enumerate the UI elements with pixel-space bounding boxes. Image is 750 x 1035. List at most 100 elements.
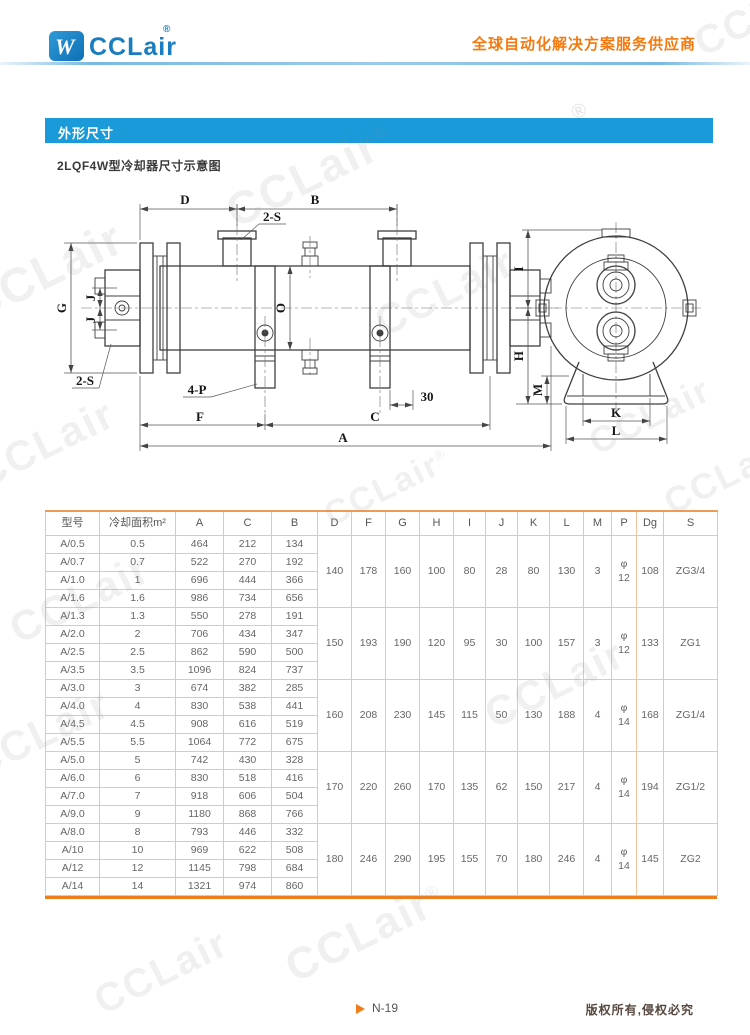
cell-shared-value: φ 12: [611, 535, 637, 608]
cell-value: 519: [271, 715, 318, 734]
cell-shared-value: 133: [636, 607, 664, 680]
cell-model: A/1.3: [45, 607, 100, 626]
cell-value: 908: [175, 715, 224, 734]
dim-label-f: F: [196, 409, 204, 424]
cell-shared-value: 160: [317, 679, 352, 752]
cell-value: 508: [271, 841, 318, 860]
cell-value: 5.5: [99, 733, 176, 752]
cell-model: A/10: [45, 841, 100, 860]
cell-value: 793: [175, 823, 224, 842]
cell-shared-value: 180: [317, 823, 352, 896]
cell-value: 441: [271, 697, 318, 716]
cell-value: 1064: [175, 733, 224, 752]
cell-value: 737: [271, 661, 318, 680]
column-header: F: [351, 510, 386, 536]
cell-shared-value: 130: [517, 679, 550, 752]
column-header: L: [549, 510, 584, 536]
dim-label-30: 30: [421, 389, 434, 404]
cell-shared-value: 188: [549, 679, 584, 752]
cell-value: 134: [271, 535, 318, 554]
cell-value: 734: [223, 589, 272, 608]
cell-shared-value: 170: [419, 751, 454, 824]
cell-value: 862: [175, 643, 224, 662]
cell-value: 538: [223, 697, 272, 716]
cell-value: 1145: [175, 859, 224, 878]
cell-value: 616: [223, 715, 272, 734]
cell-shared-value: 260: [385, 751, 420, 824]
dim-label-2s-top: 2-S: [263, 209, 281, 224]
cell-shared-value: 3: [583, 607, 612, 680]
page-marker-icon: [356, 1004, 365, 1014]
cell-shared-value: 246: [549, 823, 584, 896]
cell-shared-value: 190: [385, 607, 420, 680]
cell-value: 6: [99, 769, 176, 788]
dimension-drawing: D B 2-S G J J 2-S 4-P: [45, 178, 705, 468]
cell-value: 675: [271, 733, 318, 752]
cell-value: 416: [271, 769, 318, 788]
cell-shared-value: 95: [453, 607, 486, 680]
cell-value: 8: [99, 823, 176, 842]
cell-value: 328: [271, 751, 318, 770]
column-header: D: [317, 510, 352, 536]
cell-value: 868: [223, 805, 272, 824]
dim-label-c: C: [370, 409, 379, 424]
brand-logo-icon: W: [49, 31, 84, 61]
column-header: S: [663, 510, 718, 536]
cell-value: 696: [175, 571, 224, 590]
cell-value: 860: [271, 877, 318, 896]
brand-registered-mark: ®: [163, 24, 171, 35]
cell-value: 270: [223, 553, 272, 572]
cell-value: 590: [223, 643, 272, 662]
column-header: 型号: [45, 510, 100, 536]
cell-value: 332: [271, 823, 318, 842]
cell-value: 766: [271, 805, 318, 824]
cell-shared-value: 4: [583, 679, 612, 752]
cell-shared-value: 28: [485, 535, 518, 608]
cell-shared-value: 30: [485, 607, 518, 680]
cell-shared-value: ZG1: [663, 607, 718, 680]
cell-value: 7: [99, 787, 176, 806]
column-header: 冷却面积m²: [99, 510, 176, 536]
section-title: 外形尺寸: [58, 126, 115, 141]
cell-model: A/6.0: [45, 769, 100, 788]
cell-model: A/7.0: [45, 787, 100, 806]
cell-model: A/8.0: [45, 823, 100, 842]
cell-shared-value: 140: [317, 535, 352, 608]
cell-value: 518: [223, 769, 272, 788]
cell-value: 969: [175, 841, 224, 860]
cell-model: A/5.5: [45, 733, 100, 752]
cell-value: 500: [271, 643, 318, 662]
cell-value: 14: [99, 877, 176, 896]
cell-value: 830: [175, 769, 224, 788]
cell-value: 347: [271, 625, 318, 644]
cell-value: 550: [175, 607, 224, 626]
column-header: H: [419, 510, 454, 536]
cell-value: 830: [175, 697, 224, 716]
cell-shared-value: 160: [385, 535, 420, 608]
cell-shared-value: 230: [385, 679, 420, 752]
cell-model: A/2.0: [45, 625, 100, 644]
cell-model: A/2.5: [45, 643, 100, 662]
cell-shared-value: 208: [351, 679, 386, 752]
dim-label-2s-bottom: 2-S: [76, 373, 94, 388]
drawing-caption: 2LQF4W型冷却器尺寸示意图: [57, 159, 222, 173]
copyright-notice: 版权所有,侵权必究: [585, 1003, 694, 1017]
cell-shared-value: 80: [517, 535, 550, 608]
cell-shared-value: 168: [636, 679, 664, 752]
cell-value: 4: [99, 697, 176, 716]
cell-value: 1096: [175, 661, 224, 680]
column-header: C: [223, 510, 272, 536]
cell-value: 622: [223, 841, 272, 860]
dim-label-j1: J: [83, 294, 98, 301]
cell-shared-value: 50: [485, 679, 518, 752]
watermark: CCLair: [87, 920, 236, 1024]
cell-model: A/0.5: [45, 535, 100, 554]
cell-model: A/1.0: [45, 571, 100, 590]
